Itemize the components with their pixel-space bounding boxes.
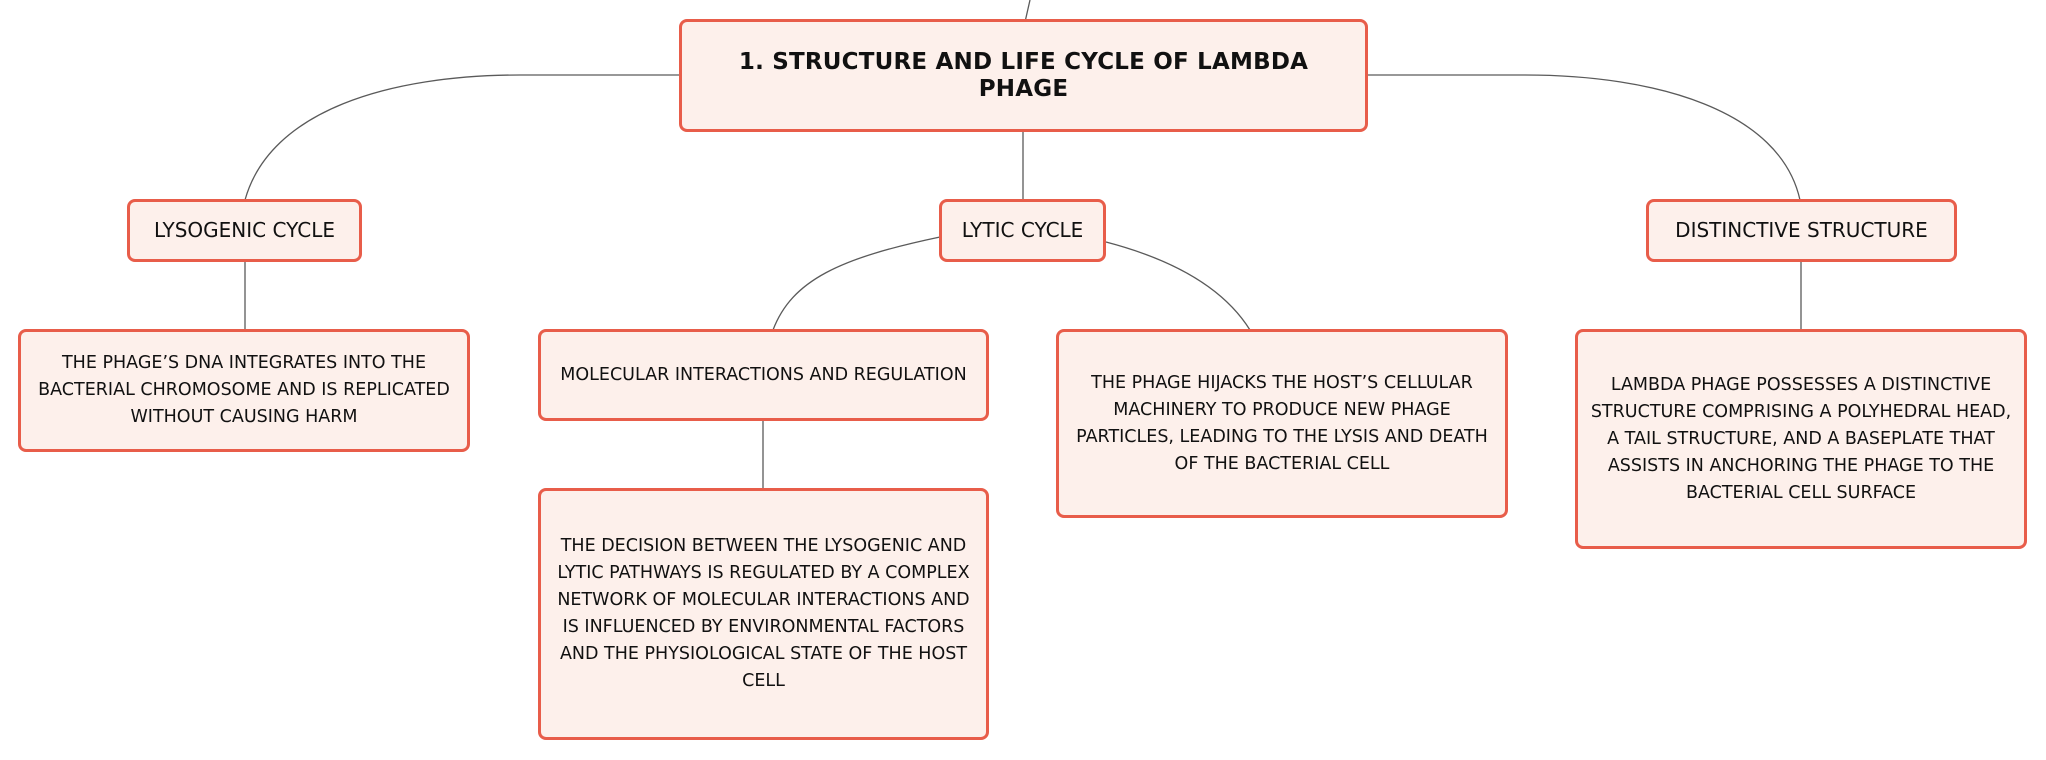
- root-topic-node[interactable]: 1. STRUCTURE AND LIFE CYCLE OF LAMBDA PH…: [679, 19, 1368, 132]
- lytic-detail-node[interactable]: THE PHAGE HIJACKS THE HOST’S CELLULAR MA…: [1056, 329, 1508, 518]
- molecular-interactions-label: MOLECULAR INTERACTIONS AND REGULATION: [560, 364, 967, 385]
- connector-root-lysogenic: [244, 74, 680, 201]
- structure-detail-text: LAMBDA PHAGE POSSESSES A DISTINCTIVE STR…: [1590, 374, 2012, 503]
- distinctive-structure-node[interactable]: DISTINCTIVE STRUCTURE: [1646, 199, 1957, 262]
- structure-detail-node[interactable]: LAMBDA PHAGE POSSESSES A DISTINCTIVE STR…: [1575, 329, 2027, 549]
- connector-lytic-molecular: [772, 236, 941, 331]
- lysogenic-cycle-label: LYSOGENIC CYCLE: [154, 218, 335, 242]
- distinctive-structure-label: DISTINCTIVE STRUCTURE: [1675, 218, 1928, 242]
- lytic-detail-text: THE PHAGE HIJACKS THE HOST’S CELLULAR MA…: [1076, 372, 1488, 474]
- lysogenic-detail-text: THE PHAGE’S DNA INTEGRATES INTO THE BACT…: [38, 353, 450, 427]
- molecular-detail-text: THE DECISION BETWEEN THE LYSOGENIC AND L…: [557, 536, 970, 691]
- root-topic-label: 1. STRUCTURE AND LIFE CYCLE OF LAMBDA PH…: [738, 48, 1309, 102]
- connector-lytic-detail: [1105, 241, 1251, 331]
- lysogenic-cycle-node[interactable]: LYSOGENIC CYCLE: [127, 199, 362, 262]
- molecular-interactions-node[interactable]: MOLECULAR INTERACTIONS AND REGULATION: [538, 329, 989, 421]
- molecular-detail-node[interactable]: THE DECISION BETWEEN THE LYSOGENIC AND L…: [538, 488, 989, 740]
- connector-root-parent: [1024, 0, 1031, 23]
- lytic-cycle-label: LYTIC CYCLE: [961, 218, 1084, 242]
- connector-root-structure: [1366, 74, 1801, 201]
- lysogenic-detail-node[interactable]: THE PHAGE’S DNA INTEGRATES INTO THE BACT…: [18, 329, 470, 452]
- lytic-cycle-node[interactable]: LYTIC CYCLE: [939, 199, 1106, 262]
